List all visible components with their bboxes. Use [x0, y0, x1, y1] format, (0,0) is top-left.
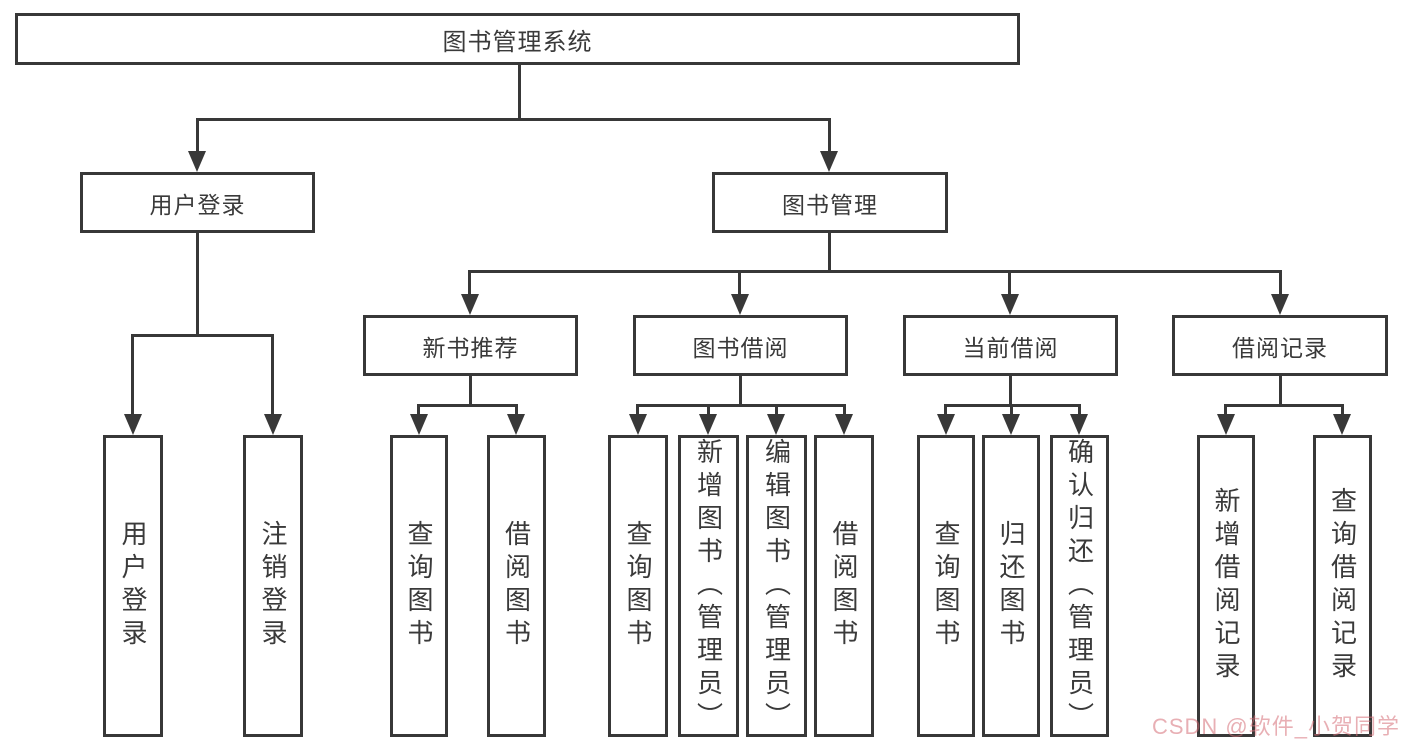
arrow-down-icon — [1070, 414, 1088, 435]
connector-vline — [707, 404, 710, 418]
connector-hline — [1224, 404, 1344, 407]
arrow-down-icon — [507, 414, 525, 435]
leaf-logout: 注销登录 — [243, 435, 303, 737]
connector-vline — [828, 118, 831, 156]
connector-vline — [828, 232, 831, 272]
connector-vline — [1341, 404, 1344, 418]
connector-hline — [196, 118, 831, 121]
leaf-query-books-1-label: 查询图书 — [404, 520, 434, 652]
connector-vline — [271, 334, 274, 418]
connector-vline — [636, 404, 639, 418]
leaf-query-borrow-record-label: 查询借阅记录 — [1327, 487, 1358, 685]
arrow-down-icon — [629, 414, 647, 435]
arrow-down-icon — [1001, 294, 1019, 315]
leaf-user-login-label: 用户登录 — [118, 520, 148, 652]
node-borrow-records: 借阅记录 — [1172, 315, 1388, 376]
connector-vline — [468, 270, 471, 297]
leaf-query-books-1: 查询图书 — [390, 435, 448, 737]
node-user-login-label: 用户登录 — [149, 191, 246, 218]
connector-vline — [1279, 376, 1282, 406]
arrow-down-icon — [820, 151, 838, 172]
leaf-query-books-3: 查询图书 — [917, 435, 975, 737]
node-new-book-recommend-label: 新书推荐 — [422, 334, 519, 361]
arrow-down-icon — [188, 151, 206, 172]
leaf-query-books-3-label: 查询图书 — [931, 520, 961, 652]
connector-vline — [515, 404, 518, 418]
connector-vline — [944, 404, 947, 418]
leaf-confirm-return-admin: 确认归还（管理员） — [1050, 435, 1109, 737]
connector-vline — [1008, 270, 1011, 297]
arrow-down-icon — [1217, 414, 1235, 435]
arrow-down-icon — [767, 414, 785, 435]
arrow-down-icon — [835, 414, 853, 435]
connector-hline — [636, 404, 846, 407]
connector-vline — [518, 65, 521, 119]
arrow-down-icon — [699, 414, 717, 435]
arrow-down-icon — [731, 294, 749, 315]
node-new-book-recommend: 新书推荐 — [363, 315, 578, 376]
connector-vline — [469, 376, 472, 406]
arrow-down-icon — [1002, 414, 1020, 435]
connector-vline — [1279, 270, 1282, 297]
node-root-label: 图书管理系统 — [442, 28, 593, 56]
connector-vline — [131, 334, 134, 418]
node-user-login: 用户登录 — [80, 172, 315, 233]
leaf-query-books-2-label: 查询图书 — [623, 520, 653, 652]
connector-vline — [417, 404, 420, 418]
connector-vline — [738, 270, 741, 297]
leaf-return-books-label: 归还图书 — [996, 520, 1026, 652]
connector-hline — [468, 270, 1282, 273]
node-book-management: 图书管理 — [712, 172, 948, 233]
arrow-down-icon — [461, 294, 479, 315]
connector-vline — [196, 118, 199, 156]
arrow-down-icon — [264, 414, 282, 435]
connector-vline — [739, 376, 742, 406]
leaf-add-books-admin-label: 新增图书（管理员） — [693, 437, 724, 735]
connector-vline — [1010, 404, 1013, 418]
connector-vline — [1078, 404, 1081, 418]
leaf-edit-books-admin: 编辑图书（管理员） — [746, 435, 807, 737]
leaf-query-books-2: 查询图书 — [608, 435, 668, 737]
node-current-borrow-label: 当前借阅 — [962, 334, 1059, 361]
connector-vline — [1224, 404, 1227, 418]
watermark: CSDN @软件_小贺同学 — [1151, 714, 1400, 739]
node-borrow-records-label: 借阅记录 — [1232, 334, 1328, 361]
connector-vline — [775, 404, 778, 418]
leaf-borrow-books-1-label: 借阅图书 — [501, 520, 532, 652]
node-root: 图书管理系统 — [15, 13, 1020, 65]
leaf-add-borrow-record-label: 新增借阅记录 — [1211, 487, 1241, 685]
leaf-add-borrow-record: 新增借阅记录 — [1197, 435, 1255, 737]
leaf-borrow-books-2-label: 借阅图书 — [829, 520, 859, 652]
connector-vline — [843, 404, 846, 418]
leaf-return-books: 归还图书 — [982, 435, 1040, 737]
arrow-down-icon — [410, 414, 428, 435]
node-book-management-label: 图书管理 — [782, 191, 878, 218]
arrow-down-icon — [1271, 294, 1289, 315]
arrow-down-icon — [124, 414, 142, 435]
connector-vline — [1009, 376, 1012, 406]
leaf-query-borrow-record: 查询借阅记录 — [1313, 435, 1372, 737]
node-current-borrow: 当前借阅 — [903, 315, 1118, 376]
leaf-confirm-return-admin-label: 确认归还（管理员） — [1064, 437, 1095, 735]
node-book-borrow-label: 图书借阅 — [692, 334, 789, 361]
node-book-borrow: 图书借阅 — [633, 315, 848, 376]
connector-hline — [417, 404, 518, 407]
leaf-borrow-books-2: 借阅图书 — [814, 435, 874, 737]
leaf-borrow-books-1: 借阅图书 — [487, 435, 546, 737]
connector-vline — [196, 232, 199, 336]
arrow-down-icon — [937, 414, 955, 435]
connector-hline — [131, 334, 274, 337]
arrow-down-icon — [1333, 414, 1351, 435]
leaf-logout-label: 注销登录 — [258, 520, 288, 652]
leaf-edit-books-admin-label: 编辑图书（管理员） — [761, 437, 792, 735]
leaf-add-books-admin: 新增图书（管理员） — [678, 435, 739, 737]
leaf-user-login: 用户登录 — [103, 435, 163, 737]
